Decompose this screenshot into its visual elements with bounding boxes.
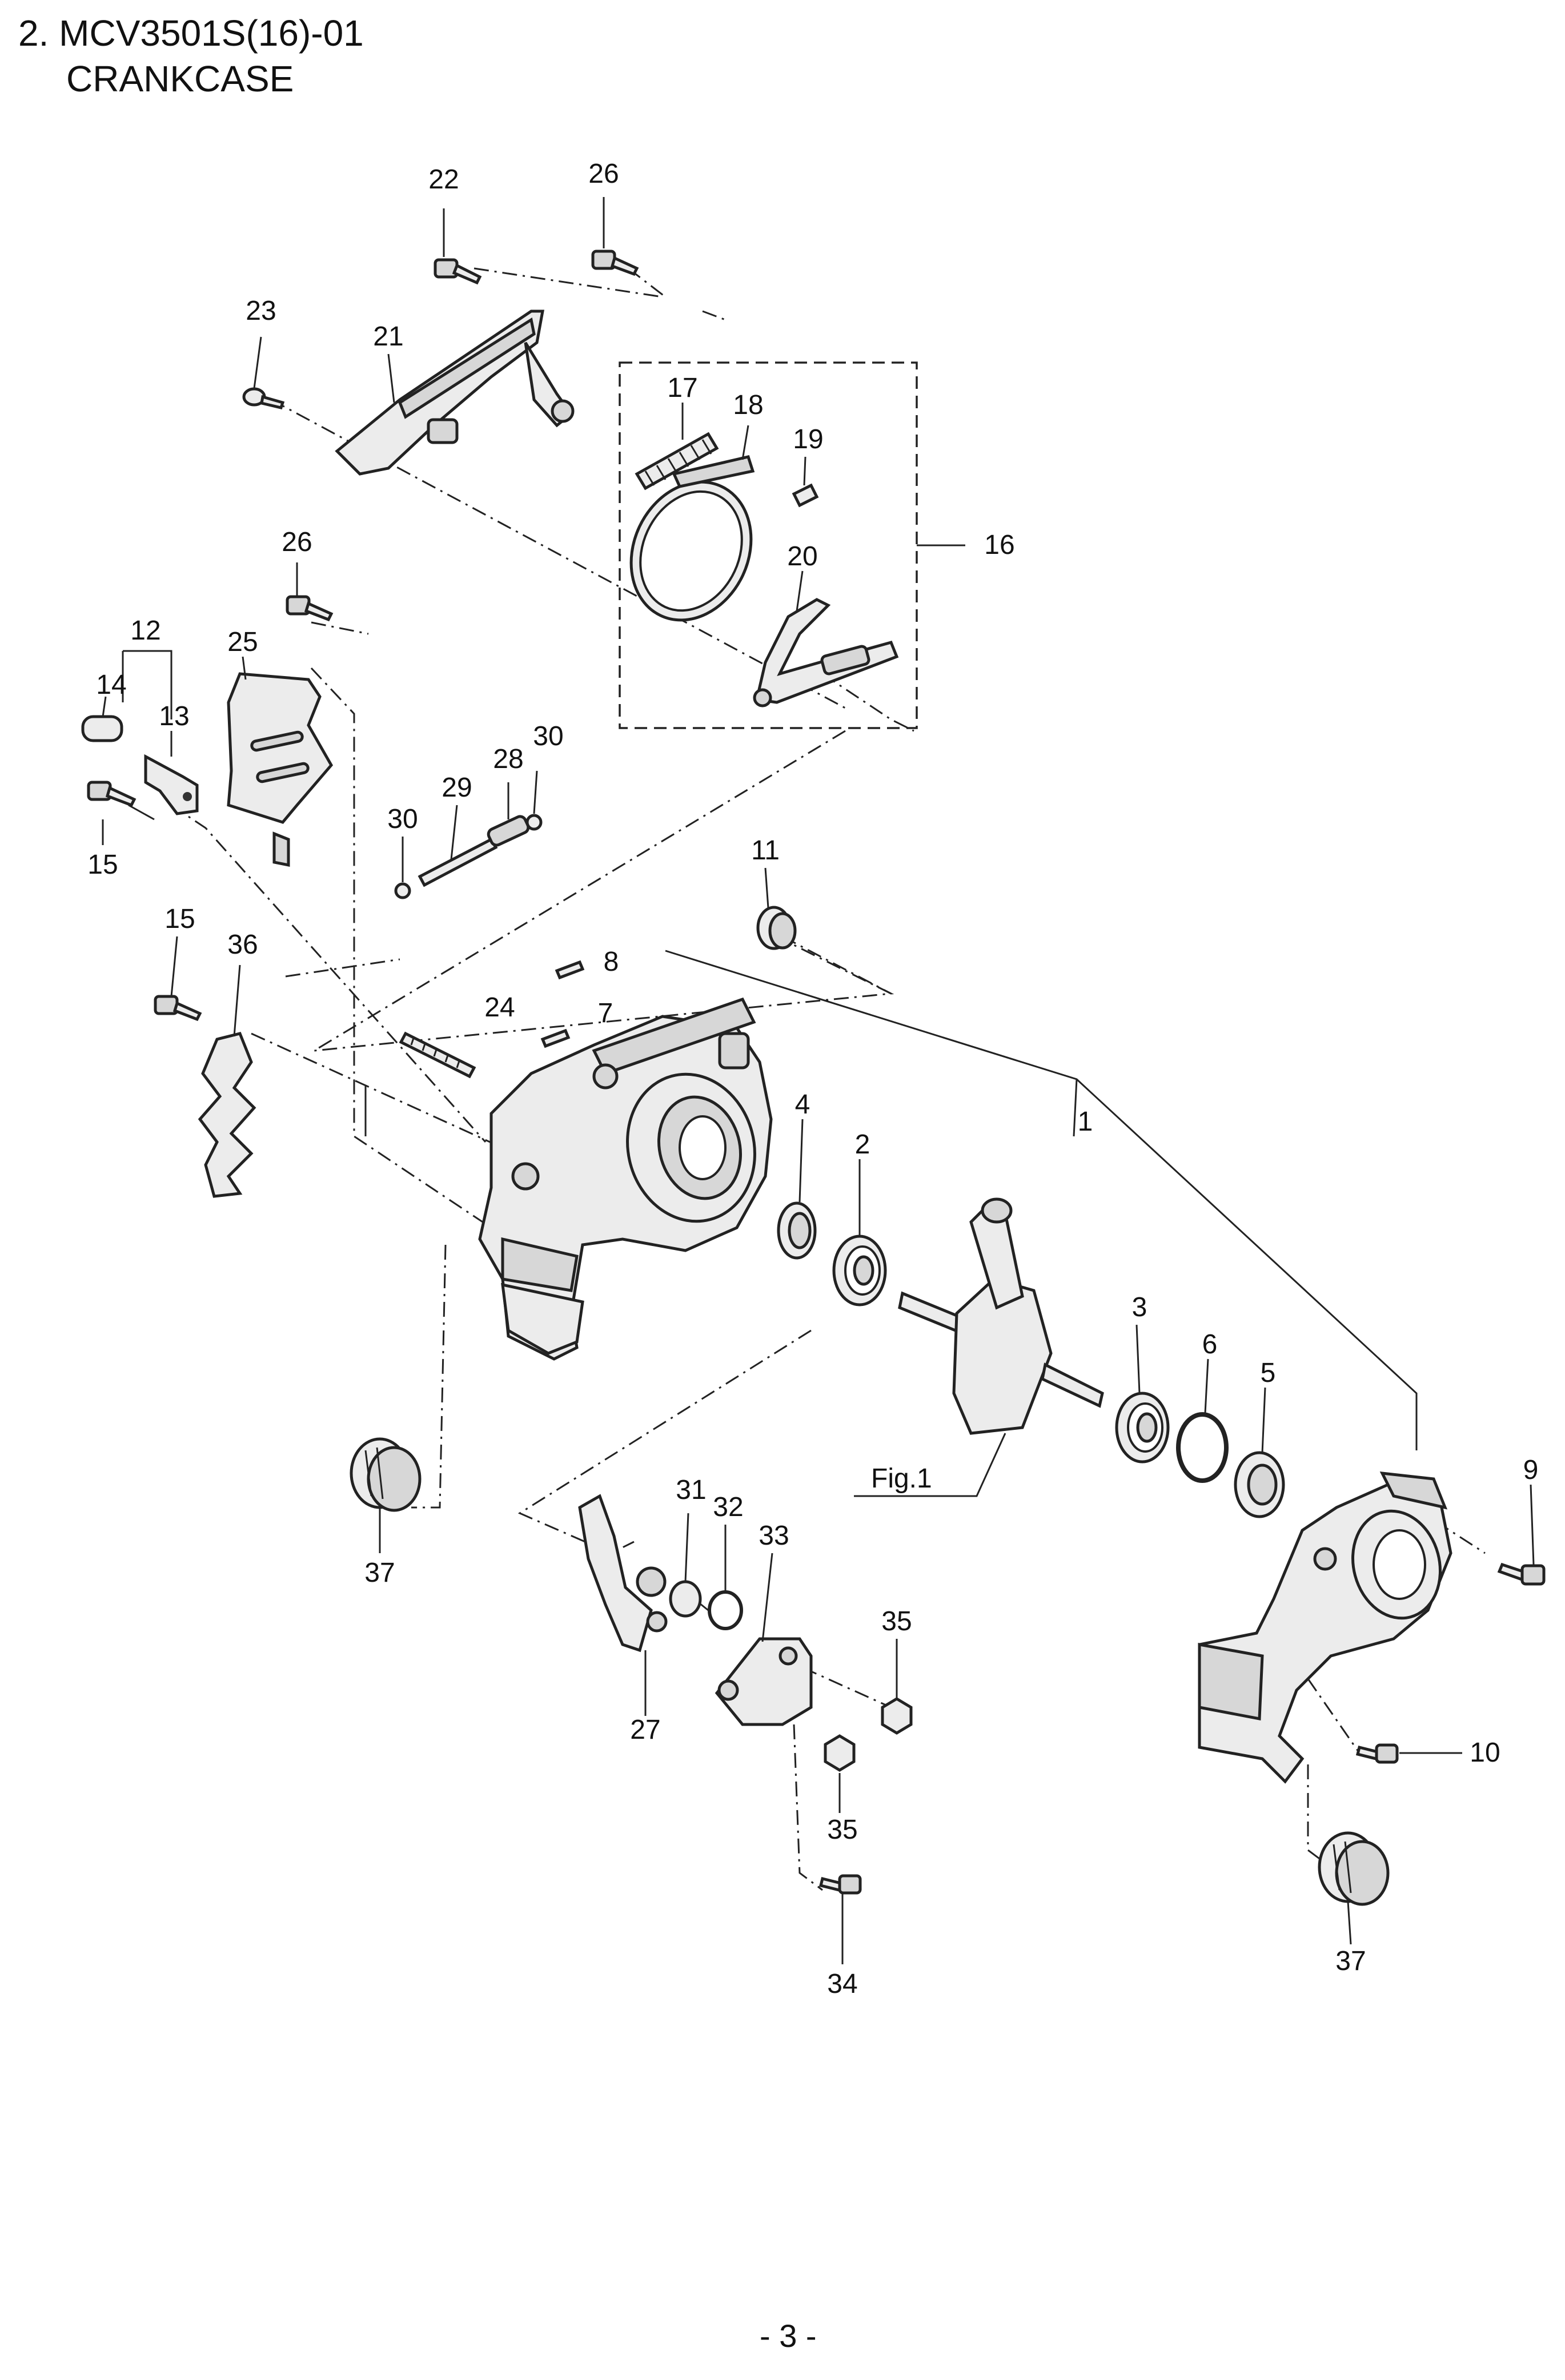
callout-4: 4 xyxy=(795,1090,810,1120)
callout-2: 2 xyxy=(855,1129,870,1160)
chain-brake-lever-part xyxy=(335,309,575,476)
screw-9 xyxy=(1497,1562,1546,1586)
part-28 xyxy=(487,815,530,847)
callout-17: 17 xyxy=(667,373,697,403)
callout-labels: 1 2 3 4 5 6 7 8 9 10 11 12 13 14 15 15 1… xyxy=(87,159,1538,1999)
callout-19: 19 xyxy=(793,424,823,455)
callout-30-right: 30 xyxy=(533,721,563,751)
spring-32 xyxy=(699,1590,743,1630)
callout-12: 12 xyxy=(130,616,160,646)
screw-22 xyxy=(434,258,482,285)
callout-31: 31 xyxy=(676,1475,706,1505)
plug-11 xyxy=(756,906,797,950)
callout-25: 25 xyxy=(227,627,258,657)
screw-15-lower xyxy=(154,995,202,1022)
callout-14: 14 xyxy=(96,670,126,700)
callout-30-left: 30 xyxy=(387,804,418,834)
screw-23 xyxy=(242,387,285,409)
rod-29 xyxy=(418,837,498,887)
callout-34: 34 xyxy=(827,1969,857,1999)
washer-31 xyxy=(669,1580,702,1618)
callout-1: 1 xyxy=(1078,1107,1093,1137)
callout-29: 29 xyxy=(442,773,472,803)
diagram-title: 2. MCV3501S(16)-01 CRANKCASE xyxy=(18,10,364,102)
screw-10 xyxy=(1355,1743,1399,1764)
callout-26-upper: 26 xyxy=(588,159,619,189)
callout-20: 20 xyxy=(787,541,817,572)
pin-7 xyxy=(540,1028,571,1048)
pin-19 xyxy=(792,483,819,508)
callout-26-lower: 26 xyxy=(282,527,312,557)
callout-18: 18 xyxy=(733,390,763,420)
brake-link-20 xyxy=(753,598,899,707)
callout-7: 7 xyxy=(598,998,613,1028)
stud-24 xyxy=(399,1031,476,1079)
spring-17 xyxy=(635,432,719,491)
nut-35-lower xyxy=(824,1734,856,1772)
callout-23: 23 xyxy=(246,296,276,326)
pump-cover-33 xyxy=(715,1637,813,1726)
oil-pump-lever-27 xyxy=(578,1494,668,1653)
callout-35-lower: 35 xyxy=(827,1815,857,1845)
section-name: CRANKCASE xyxy=(66,58,294,99)
bumper-spike-36 xyxy=(198,1032,256,1198)
callout-13: 13 xyxy=(159,701,189,731)
pin-8 xyxy=(555,960,585,980)
callout-37-right: 37 xyxy=(1335,1946,1366,1976)
brake-band-group-box xyxy=(619,361,918,729)
callout-10: 10 xyxy=(1470,1738,1500,1768)
screw-15-upper xyxy=(87,781,137,807)
screw-26-lower xyxy=(286,595,334,622)
page-number: - 3 - xyxy=(760,2318,817,2354)
bearing-2 xyxy=(832,1235,887,1306)
leader-lines xyxy=(102,197,1535,1964)
model-number: 2. MCV3501S(16)-01 xyxy=(18,13,364,54)
brake-band-18 xyxy=(629,455,755,622)
crankcase-left-half xyxy=(478,997,773,1361)
crankshaft xyxy=(898,1197,1104,1435)
part-13 xyxy=(144,754,199,815)
bushing-37-right xyxy=(1318,1831,1390,1906)
seal-5 xyxy=(1234,1451,1285,1518)
nut-30-right xyxy=(525,814,543,831)
callout-37-left: 37 xyxy=(364,1558,395,1588)
callout-27: 27 xyxy=(630,1715,660,1745)
nut-35-upper xyxy=(881,1697,913,1735)
figure-reference-label: Fig.1 xyxy=(871,1464,932,1494)
crankcase-right-half xyxy=(1198,1472,1452,1784)
part-14 xyxy=(81,715,123,742)
callout-21: 21 xyxy=(373,321,403,352)
callout-3: 3 xyxy=(1132,1292,1147,1322)
callout-15-lower: 15 xyxy=(164,904,195,934)
screw-26-upper xyxy=(591,250,639,276)
callout-5: 5 xyxy=(1261,1358,1276,1388)
callout-28: 28 xyxy=(493,744,523,774)
exploded-parts-diagram: 1 2 3 4 5 6 7 8 9 10 11 12 13 14 15 15 1… xyxy=(81,159,1546,1999)
callout-11: 11 xyxy=(751,835,780,866)
callout-9: 9 xyxy=(1523,1455,1539,1485)
callout-35-upper: 35 xyxy=(881,1606,912,1637)
callout-15-upper: 15 xyxy=(87,850,118,880)
callout-6: 6 xyxy=(1202,1329,1218,1360)
callout-33: 33 xyxy=(759,1521,789,1551)
callout-8: 8 xyxy=(604,947,619,977)
callout-22: 22 xyxy=(428,164,459,195)
callout-36: 36 xyxy=(227,930,258,960)
callout-16: 16 xyxy=(984,530,1014,560)
callout-32: 32 xyxy=(713,1492,743,1522)
bushing-37-left xyxy=(350,1437,422,1512)
nut-30-left xyxy=(394,882,411,899)
bearing-3 xyxy=(1115,1392,1170,1464)
callout-24: 24 xyxy=(484,992,515,1023)
seal-4 xyxy=(777,1201,817,1260)
circlip-6 xyxy=(1176,1412,1229,1483)
plate-25 xyxy=(227,672,334,867)
screw-34 xyxy=(818,1874,862,1895)
